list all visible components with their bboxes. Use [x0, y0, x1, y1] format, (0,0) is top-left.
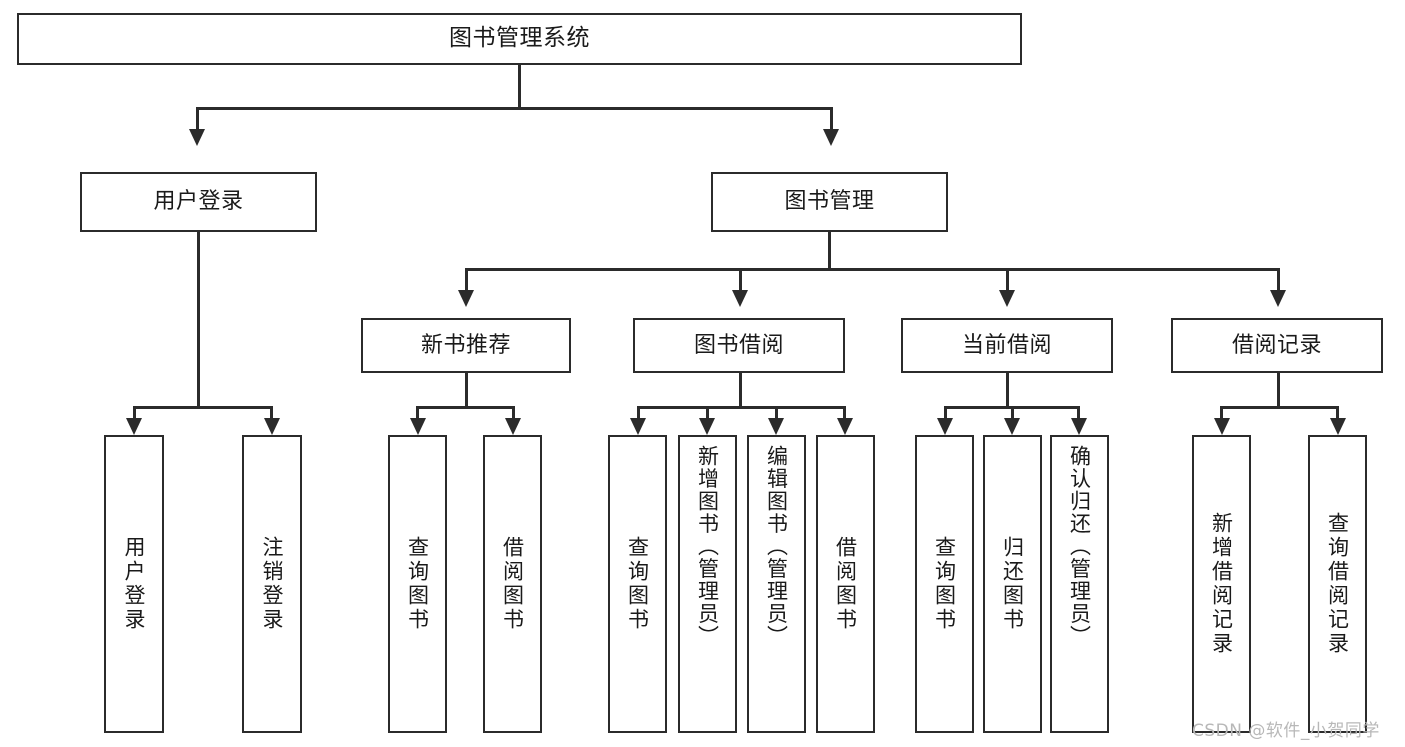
connector-book-borrow-bus	[637, 406, 845, 409]
connector-level3-drop-4	[1277, 268, 1280, 290]
leaf-user-login[interactable]: 用户登录	[104, 435, 164, 733]
arrow-to-borrow-record	[1270, 290, 1286, 307]
connector-root-stem	[518, 65, 521, 107]
leaf-confirm-return-admin[interactable]: 确认归还（管理员）	[1050, 435, 1109, 733]
node-label: 图书管理	[784, 189, 875, 215]
node-label: 当前借阅	[961, 332, 1052, 358]
node-label: 新书推荐	[420, 332, 511, 358]
node-label: 用户登录	[122, 536, 147, 632]
connector-book-borrow-drop-4	[843, 406, 846, 418]
node-label: 确认归还（管理员）	[1067, 445, 1092, 648]
node-user-login[interactable]: 用户登录	[80, 172, 317, 232]
node-label: 注销登录	[260, 536, 285, 632]
node-new-book-recommend[interactable]: 新书推荐	[361, 318, 571, 373]
arrow-to-leaf-confirm-return	[1071, 418, 1087, 435]
connector-book-borrow-drop-2	[706, 406, 709, 418]
connector-new-book-stem	[465, 373, 468, 406]
arrow-to-leaf-query-book-3	[937, 418, 953, 435]
arrow-to-leaf-add-record	[1214, 418, 1230, 435]
node-label: 借阅图书	[500, 536, 525, 632]
connector-borrow-record-bus	[1220, 406, 1338, 409]
node-label: 归还图书	[1000, 536, 1025, 632]
arrow-to-leaf-user-login	[126, 418, 142, 435]
leaf-add-book-admin[interactable]: 新增图书（管理员）	[678, 435, 737, 733]
arrow-to-leaf-add-book	[699, 418, 715, 435]
connector-user-login-stem	[197, 232, 200, 406]
connector-level3-bus	[465, 268, 1280, 271]
leaf-query-book-1[interactable]: 查询图书	[388, 435, 447, 733]
connector-user-login-drop-2	[270, 406, 273, 418]
connector-level2-drop-2	[830, 107, 833, 129]
arrow-to-leaf-query-record	[1330, 418, 1346, 435]
arrow-to-current-borrow	[999, 290, 1015, 307]
arrow-to-leaf-edit-book	[768, 418, 784, 435]
node-label: 借阅图书	[833, 536, 858, 632]
connector-book-borrow-drop-1	[637, 406, 640, 418]
connector-user-login-drop-1	[133, 406, 136, 418]
leaf-query-borrow-record[interactable]: 查询借阅记录	[1308, 435, 1367, 733]
connector-current-borrow-stem	[1006, 373, 1009, 406]
connector-borrow-record-drop-1	[1220, 406, 1223, 418]
connector-user-login-bus	[133, 406, 270, 409]
arrow-to-new-book-recommend	[458, 290, 474, 307]
node-book-borrow[interactable]: 图书借阅	[633, 318, 845, 373]
node-label: 借阅记录	[1231, 332, 1322, 358]
leaf-logout[interactable]: 注销登录	[242, 435, 302, 733]
connector-level2-bus	[196, 107, 833, 110]
arrow-to-book-manage	[823, 129, 839, 146]
arrow-to-leaf-borrow-book-2	[837, 418, 853, 435]
node-label: 查询图书	[625, 536, 650, 632]
leaf-query-book-2[interactable]: 查询图书	[608, 435, 667, 733]
connector-book-manage-stem	[828, 232, 831, 268]
leaf-borrow-book-1[interactable]: 借阅图书	[483, 435, 542, 733]
connector-level2-drop-1	[196, 107, 199, 129]
leaf-add-borrow-record[interactable]: 新增借阅记录	[1192, 435, 1251, 733]
leaf-borrow-book-2[interactable]: 借阅图书	[816, 435, 875, 733]
arrow-to-leaf-return-book	[1004, 418, 1020, 435]
connector-book-borrow-drop-3	[775, 406, 778, 418]
node-book-manage[interactable]: 图书管理	[711, 172, 948, 232]
connector-borrow-record-stem	[1277, 373, 1280, 406]
connector-current-borrow-drop-3	[1077, 406, 1080, 418]
connector-current-borrow-drop-2	[1011, 406, 1014, 418]
node-label: 新增借阅记录	[1209, 512, 1234, 656]
connector-current-borrow-drop-1	[944, 406, 947, 418]
arrow-to-leaf-query-book-1	[410, 418, 426, 435]
arrow-to-leaf-borrow-book-1	[505, 418, 521, 435]
node-label: 用户登录	[153, 189, 244, 215]
node-label: 编辑图书（管理员）	[764, 445, 789, 648]
connector-new-book-drop-1	[416, 406, 419, 418]
connector-level3-drop-2	[739, 268, 742, 290]
connector-level3-drop-3	[1006, 268, 1009, 290]
node-label: 查询借阅记录	[1325, 512, 1350, 656]
node-label: 图书管理系统	[449, 25, 590, 52]
node-label: 图书借阅	[693, 332, 784, 358]
arrow-to-user-login	[189, 129, 205, 146]
leaf-query-book-3[interactable]: 查询图书	[915, 435, 974, 733]
arrow-to-leaf-query-book-2	[630, 418, 646, 435]
node-label: 新增图书（管理员）	[695, 445, 720, 648]
leaf-edit-book-admin[interactable]: 编辑图书（管理员）	[747, 435, 806, 733]
node-root-system[interactable]: 图书管理系统	[17, 13, 1022, 65]
arrow-to-book-borrow	[732, 290, 748, 307]
connector-book-borrow-stem	[739, 373, 742, 406]
connector-level3-drop-1	[465, 268, 468, 290]
node-label: 查询图书	[405, 536, 430, 632]
node-label: 查询图书	[932, 536, 957, 632]
leaf-return-book[interactable]: 归还图书	[983, 435, 1042, 733]
node-current-borrow[interactable]: 当前借阅	[901, 318, 1113, 373]
connector-new-book-bus	[416, 406, 514, 409]
connector-new-book-drop-2	[512, 406, 515, 418]
arrow-to-leaf-logout	[264, 418, 280, 435]
node-borrow-record[interactable]: 借阅记录	[1171, 318, 1383, 373]
connector-borrow-record-drop-2	[1336, 406, 1339, 418]
